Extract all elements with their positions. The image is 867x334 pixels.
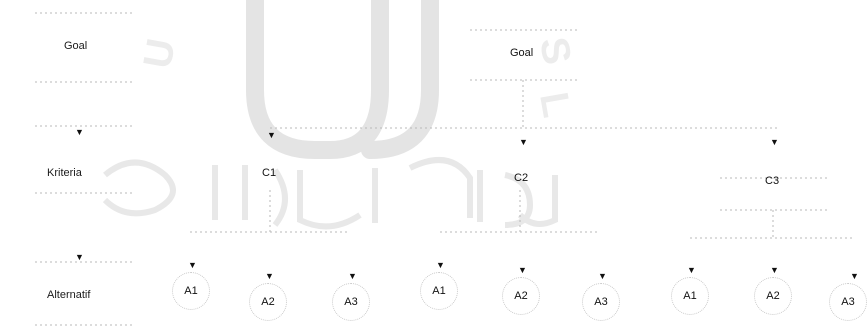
alternative-node: A2 <box>754 277 792 315</box>
alternative-node: A3 <box>332 283 370 321</box>
alternative-node: A3 <box>582 283 620 321</box>
alternative-label: A1 <box>683 290 697 302</box>
criteria-arrow-icon: ▼ <box>519 137 528 147</box>
criteria-node-c2: C2 <box>514 172 529 184</box>
alternative-node: A1 <box>671 277 709 315</box>
level-label-alternatives: Alternatif <box>47 289 91 301</box>
level-arrow-icon: ▼ <box>75 127 84 137</box>
alternative-node: A3 <box>829 283 867 321</box>
alternative-arrow-icon: ▼ <box>850 271 859 281</box>
level-arrow-icon: ▼ <box>75 252 84 262</box>
alternative-arrow-icon: ▼ <box>265 271 274 281</box>
alternative-label: A1 <box>432 285 446 297</box>
alternative-arrow-icon: ▼ <box>188 260 197 270</box>
alternative-arrow-icon: ▼ <box>518 265 527 275</box>
alternative-label: A2 <box>766 290 780 302</box>
alternative-arrow-icon: ▼ <box>348 271 357 281</box>
alternative-node: A2 <box>249 283 287 321</box>
alternative-label: A3 <box>841 296 855 308</box>
alternative-label: A3 <box>594 296 608 308</box>
alternative-label: A1 <box>184 285 198 297</box>
alternative-node: A1 <box>172 272 210 310</box>
alternative-arrow-icon: ▼ <box>598 271 607 281</box>
alternative-label: A2 <box>514 290 528 302</box>
criteria-arrow-icon: ▼ <box>770 137 779 147</box>
goal-node: Goal <box>510 47 534 59</box>
alternative-node: A1 <box>420 272 458 310</box>
criteria-node-c3: C3 <box>765 175 780 187</box>
alternative-arrow-icon: ▼ <box>436 260 445 270</box>
alternative-label: A3 <box>344 296 358 308</box>
level-label-goal: Goal <box>64 40 88 52</box>
alternative-arrow-icon: ▼ <box>770 265 779 275</box>
alternative-label: A2 <box>261 296 275 308</box>
criteria-arrow-icon: ▼ <box>267 130 276 140</box>
level-label-criteria: Kriteria <box>47 167 82 179</box>
criteria-node-c1: C1 <box>262 167 277 179</box>
alternative-node: A2 <box>502 277 540 315</box>
alternative-arrow-icon: ▼ <box>687 265 696 275</box>
